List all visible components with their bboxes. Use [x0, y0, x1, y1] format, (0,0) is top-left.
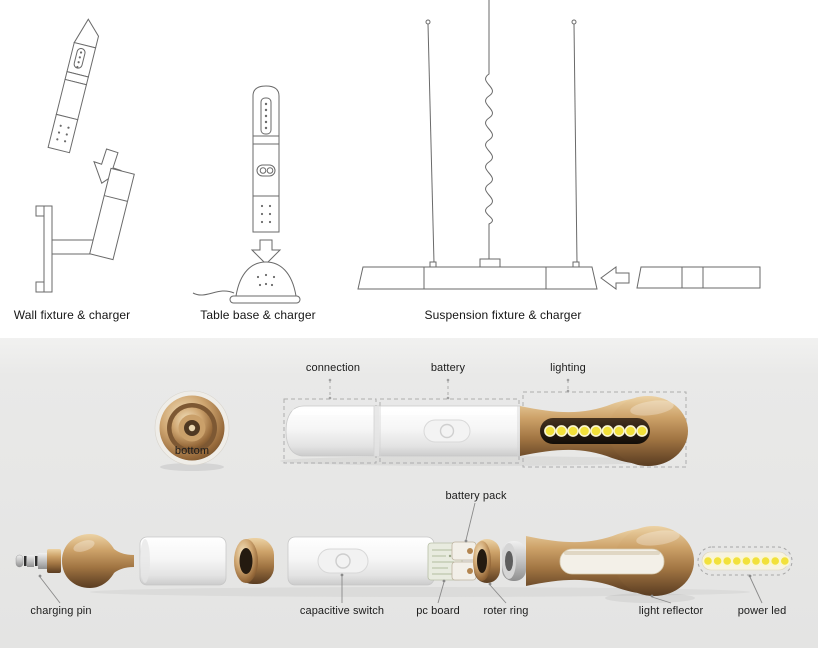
battery-pack — [451, 541, 477, 581]
suspension-fixture-label: Suspension fixture & charger — [424, 308, 582, 322]
battery-pack-label: battery pack — [445, 490, 507, 502]
capacitive-switch-part — [317, 548, 369, 574]
led-dot — [769, 555, 781, 567]
lighting-label: lighting — [550, 362, 586, 374]
bottom-view-render — [154, 390, 230, 471]
bottom-view-label: bottom — [174, 445, 210, 457]
led-dot — [702, 555, 714, 567]
connection-label: connection — [305, 362, 361, 374]
insert-arrow-icon — [250, 239, 282, 265]
exploded-view-render — [15, 502, 793, 604]
led-dot — [636, 425, 648, 437]
charging-pin-label: charging pin — [30, 605, 92, 617]
led-dot — [750, 555, 762, 567]
trim-ring — [502, 541, 526, 581]
part-leader-lines — [39, 502, 763, 604]
led-dot — [741, 555, 752, 567]
power-cable-drawing — [192, 290, 235, 296]
led-dot — [555, 425, 568, 437]
roter-ring-label: roter ring — [483, 605, 529, 617]
spacer-cylinder — [139, 536, 227, 586]
leader-dots — [38, 539, 752, 598]
led-row — [544, 425, 648, 437]
led-dot — [760, 555, 771, 567]
power-led-strip — [697, 546, 793, 576]
led-dot — [601, 425, 614, 437]
led-dot — [613, 425, 625, 437]
lamp-tube-side-drawing — [636, 266, 761, 289]
charging-pin — [15, 549, 61, 573]
led-dot — [712, 555, 723, 567]
reflector-slot — [559, 548, 665, 575]
led-dot — [779, 555, 791, 567]
connector-ring — [234, 538, 274, 584]
suspension-wire — [427, 23, 435, 264]
render-panel-background — [0, 338, 818, 648]
power-led-label: power led — [737, 605, 787, 617]
suspension-fixture-drawing — [357, 0, 761, 290]
capacitive-switch-label: capacitive switch — [299, 605, 385, 617]
capacitive-switch — [423, 419, 471, 443]
fixtures-drawings — [35, 0, 761, 304]
battery-label: battery — [430, 362, 466, 374]
insert-arrow-icon — [600, 266, 630, 290]
led-dot — [624, 425, 637, 437]
led-dot — [544, 425, 556, 437]
callout-dots — [328, 378, 570, 400]
led-row — [702, 555, 791, 567]
table-base-drawing — [192, 85, 301, 304]
led-dot — [590, 425, 602, 437]
roter-ring — [473, 539, 500, 583]
switch-icon — [335, 553, 351, 569]
assembled-lamp-render — [280, 378, 688, 468]
wall-fixture-label: Wall fixture & charger — [13, 308, 131, 322]
suspension-wire — [573, 23, 578, 264]
led-dot — [731, 555, 743, 567]
light-reflector-label: light reflector — [638, 605, 704, 617]
charging-contact — [188, 424, 196, 432]
led-dot — [567, 425, 579, 437]
fixture-bar-drawing — [357, 266, 598, 290]
pc-board-label: pc board — [416, 605, 460, 617]
switch-icon — [439, 423, 455, 439]
led-dot — [578, 425, 591, 437]
lamp-tube-drawing — [47, 18, 100, 154]
wall-fixture-drawing — [35, 18, 135, 293]
bottom-cap — [62, 534, 134, 588]
wall-bracket-drawing — [35, 167, 135, 293]
base-dome-drawing — [235, 261, 297, 297]
coiled-cord-drawing — [485, 0, 493, 260]
led-dot — [721, 555, 733, 567]
table-base-label: Table base & charger — [200, 308, 316, 322]
